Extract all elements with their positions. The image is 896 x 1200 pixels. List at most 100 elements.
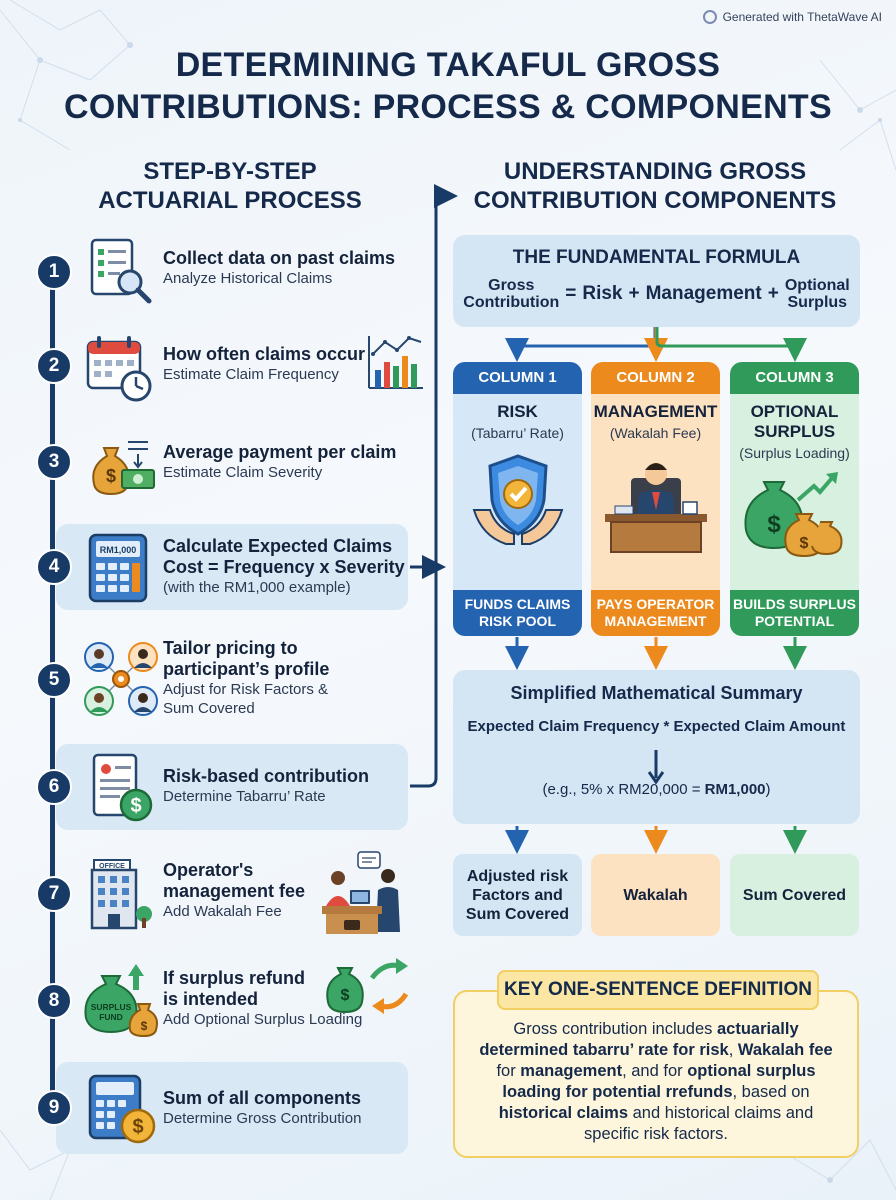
formula-to-col3-arrow (655, 327, 807, 362)
definition-part: , (728, 1041, 738, 1059)
column-footer-line2: POTENTIAL (754, 613, 835, 629)
right-section-heading: UNDERSTANDING GROSS CONTRIBUTION COMPONE… (455, 157, 855, 215)
step-2: 2 How often claims occur Estimate Claim … (20, 326, 423, 410)
step-title: Average payment per claim (163, 442, 397, 462)
adj1-line2: Factors and (472, 886, 563, 904)
step-1: 1 Collect data on past claims Analyze Hi… (20, 232, 410, 316)
surplus-label-line1: SURPLUS (91, 1002, 132, 1012)
money-cycle-icon: $ (326, 958, 409, 1014)
shield-hands-icon (472, 454, 563, 545)
step6-to-components-arrow (410, 184, 458, 788)
formula-risk: Risk (582, 283, 623, 304)
bar-chart-trend-icon (368, 336, 423, 389)
step-title-line1: Tailor pricing to (163, 638, 298, 658)
column-footer: PAYS OPERATOR MANAGEMENT (591, 590, 720, 636)
column-footer-line1: FUNDS CLAIMS (464, 596, 571, 612)
step-text: Collect data on past claims Analyze Hist… (163, 248, 395, 288)
step-subtitle: Add Optional Surplus Loading (163, 1011, 363, 1028)
column-desc: (Surplus Loading) (739, 445, 850, 461)
column-body: OPTIONAL SURPLUS (Surplus Loading) $ $ (730, 394, 859, 590)
definition-bold-part: optional surplus loading for potential r… (502, 1062, 816, 1101)
title-line1: DETERMINING TAKAFUL GROSS (175, 46, 721, 84)
adj1-line1: Adjusted risk (466, 867, 569, 885)
step-9: 9 $ Sum of all components Determine Gros… (20, 1062, 410, 1154)
people-gear-icon (84, 642, 158, 716)
svg-text:$: $ (767, 511, 781, 538)
column-name-line1: OPTIONAL (750, 402, 839, 421)
calculator-screen-label: RM1,000 (100, 545, 137, 555)
column-body: MANAGEMENT (Wakalah Fee) (591, 394, 720, 590)
summary-example-result: RM1,000 (704, 781, 766, 798)
formula-plus-2: + (767, 283, 779, 304)
step-subtitle: Estimate Claim Frequency (163, 366, 339, 383)
step-title: Sum of all components (163, 1088, 362, 1108)
summary-example: (e.g., 5% x RM20,000 = RM1,000) (453, 781, 860, 798)
summary-title: Simplified Mathematical Summary (510, 683, 803, 703)
watermark: Generated with ThetaWave AI (702, 10, 882, 24)
thetawave-logo-icon (702, 10, 717, 24)
svg-text:$: $ (106, 466, 116, 486)
step-number: 8 (36, 983, 72, 1019)
step-subtitle-line1: Adjust for Risk Factors & (163, 681, 329, 698)
wakalah-box: Wakalah (591, 854, 720, 936)
step-number: 1 (36, 254, 72, 290)
formula-lhs-line2: Contribution (463, 294, 560, 311)
formula-lhs: Gross Contribution (463, 277, 559, 311)
column-header: COLUMN 3 (730, 362, 859, 394)
column-management-card: COLUMN 2 MANAGEMENT (Wakalah Fee) PAYS O… (591, 362, 720, 636)
definition-bold-part: historical claims (498, 1104, 629, 1122)
step-8: 8 SURPLUS FUND $ If surplus refund is in… (20, 956, 410, 1046)
column-risk-card: COLUMN 1 RISK (Tabarru’ Rate) FUNDS CLAI… (453, 362, 582, 636)
formula-management: Management (645, 283, 762, 304)
summary-example-suffix: ) (765, 781, 771, 798)
step-number: 7 (36, 876, 72, 912)
step-text: Average payment per claim Estimate Claim… (163, 442, 396, 482)
manager-desk-icon (604, 463, 707, 553)
step-text: If surplus refund is intended Add Option… (163, 968, 362, 1029)
step-title: Collect data on past claims (163, 248, 396, 268)
column-name-line2: SURPLUS (753, 422, 836, 441)
summary-example-prefix: (e.g., 5% x RM20,000 = (542, 781, 705, 798)
step-number: 9 (36, 1090, 72, 1126)
column-optional-surplus-card: COLUMN 3 OPTIONAL SURPLUS (Surplus Loadi… (730, 362, 859, 636)
definition-bold-part: actuarially determined tabarru’ rate for… (479, 1020, 799, 1059)
step-title-line2: is intended (163, 989, 259, 1009)
svg-text:$: $ (341, 987, 350, 1004)
formula-to-col1-arrow (505, 327, 657, 362)
right-heading-line1: UNDERSTANDING GROSS (503, 158, 807, 185)
calculator-coin-icon: $ (88, 1074, 156, 1144)
adjusted-risk-factors-box: Adjusted risk Factors and Sum Covered (453, 854, 582, 936)
step-3: 3 $ Average payment per claim Estimate C… (20, 422, 410, 506)
step-subtitle: Determine Gross Contribution (163, 1110, 362, 1127)
column-body: RISK (Tabarru’ Rate) (453, 394, 582, 590)
key-definition-box: KEY ONE-SENTENCE DEFINITION Gross contri… (453, 970, 859, 1158)
step-title-line2: Cost = Frequency x Severity (163, 557, 405, 577)
adj2-line1: Wakalah (623, 886, 688, 904)
step-title: How often claims occur (163, 344, 366, 364)
step-text: Tailor pricing to participant’s profile … (163, 638, 329, 718)
right-heading-line2: CONTRIBUTION COMPONENTS (473, 187, 837, 214)
step-text: Calculate Expected Claims Cost = Frequen… (163, 536, 405, 597)
money-bag-icon: $ (92, 441, 155, 496)
step-subtitle-line2: Sum Covered (163, 700, 255, 717)
formula-opt-line2: Surplus (787, 294, 848, 311)
summary-equation: Expected Claim Frequency * Expected Clai… (467, 718, 846, 735)
definition-text: Gross contribution includes actuarially … (471, 1019, 841, 1145)
sum-covered-box: Sum Covered (730, 854, 859, 936)
svg-text:$: $ (141, 1019, 148, 1033)
column-footer-line1: PAYS OPERATOR (596, 596, 715, 612)
definition-part: , and for (622, 1062, 688, 1080)
formula-equation: Gross Contribution = Risk + Management +… (453, 277, 860, 311)
definition-part: for (496, 1062, 521, 1080)
column-name: RISK (497, 402, 538, 421)
step-text: Operator's management fee Add Wakalah Fe… (163, 860, 305, 921)
formula-optional-surplus: Optional Surplus (785, 277, 850, 311)
step-subtitle: Determine Tabarru’ Rate (163, 788, 326, 805)
step-title-line2: management fee (163, 881, 306, 901)
column-footer-line2: MANAGEMENT (604, 613, 707, 629)
formula-title: THE FUNDAMENTAL FORMULA (512, 247, 801, 268)
svg-text:$: $ (132, 1116, 143, 1138)
column-footer-line1: BUILDS SURPLUS (733, 596, 856, 612)
watermark-text: Generated with ThetaWave AI (722, 10, 882, 24)
step-number: 2 (36, 348, 72, 384)
